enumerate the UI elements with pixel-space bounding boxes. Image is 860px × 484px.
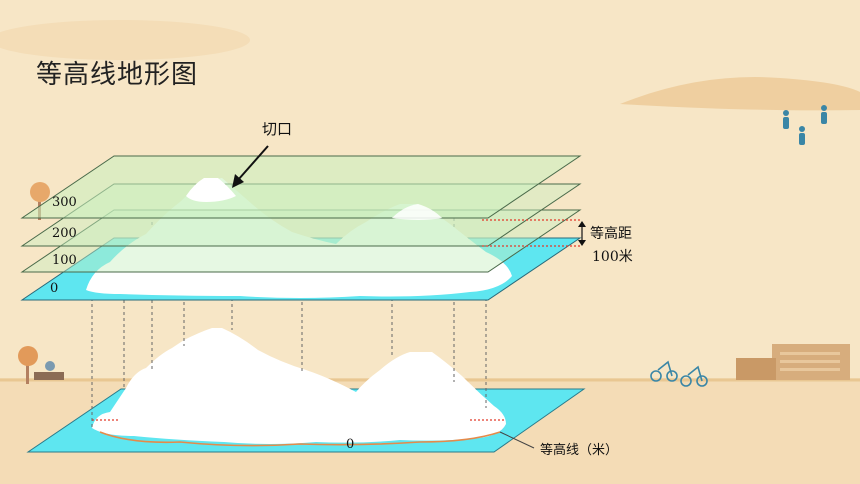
bench-icon: [34, 361, 64, 380]
cyclists-icon: [650, 360, 708, 387]
interval-label-title: 等高距: [590, 225, 632, 242]
plane-100: [20, 209, 582, 273]
interval-label-value: 100米: [592, 249, 633, 265]
slide-title: 等高线地形图: [36, 60, 199, 90]
cut-arrow: [232, 145, 269, 188]
base-mountain: [92, 328, 506, 444]
layer-label-100: 100: [52, 253, 77, 268]
layered-terrain-model: [20, 155, 582, 301]
building-icon: [736, 344, 850, 380]
plane-300: [20, 155, 582, 219]
layer-label-200: 200: [52, 226, 77, 241]
layer-label-0: 0: [50, 281, 58, 296]
contour-label: 等高线（米）: [540, 442, 618, 458]
people-figures-icon: [783, 105, 827, 145]
layer-label-300: 300: [52, 195, 77, 210]
contour-interval-marker: [482, 219, 586, 247]
base-terrain: [26, 328, 586, 453]
cut-label: 切口: [262, 120, 292, 138]
tree-icon: [18, 182, 50, 384]
layer-peak: [186, 178, 236, 202]
base-label-0: 0: [346, 437, 354, 452]
